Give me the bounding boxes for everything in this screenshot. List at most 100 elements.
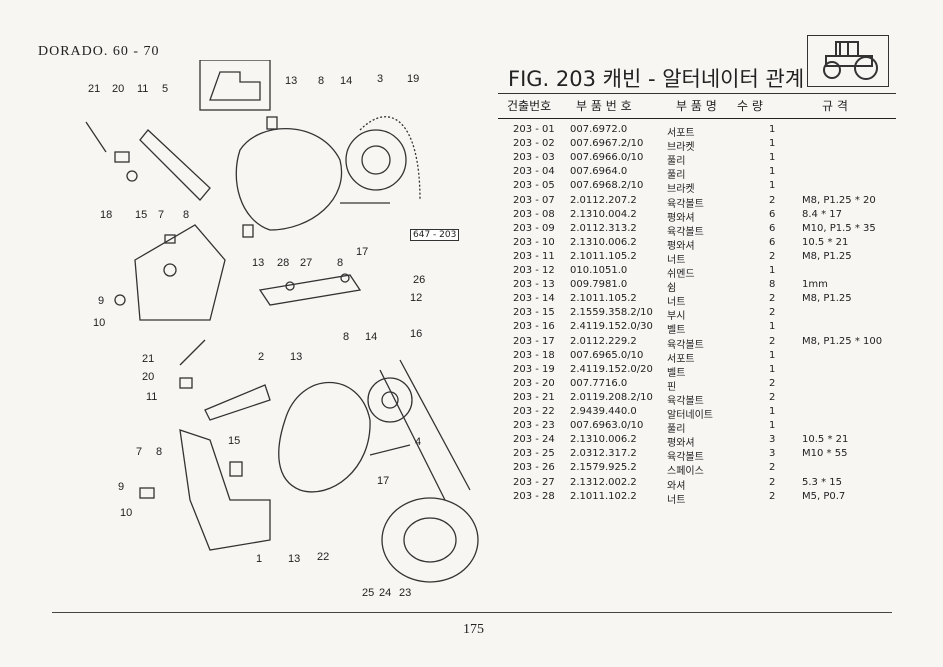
part-qty: 1 bbox=[769, 152, 776, 164]
part-name: 스페이스 bbox=[667, 466, 704, 478]
callout: 7 bbox=[136, 446, 142, 458]
callout: 11 bbox=[146, 391, 157, 403]
part-name: 벨트 bbox=[667, 325, 686, 337]
part-no: 203 - 17 bbox=[513, 335, 555, 347]
part-part-no: 007.6968.2/10 bbox=[570, 180, 644, 192]
part-part-no: 007.7716.0 bbox=[570, 377, 628, 389]
col-header-name: 부 품 명 bbox=[676, 99, 717, 113]
part-qty: 2 bbox=[769, 194, 776, 206]
part-spec: 8.4 * 17 bbox=[802, 208, 842, 220]
callout: 12 bbox=[410, 292, 422, 304]
callout: 8 bbox=[156, 446, 162, 458]
part-spec: 1mm bbox=[802, 279, 828, 291]
part-name: 평와셔 bbox=[667, 212, 695, 224]
part-name: 육각볼트 bbox=[667, 395, 704, 407]
callout: 18 bbox=[100, 209, 112, 221]
part-qty: 6 bbox=[769, 236, 776, 248]
col-header-spec: 규 격 bbox=[822, 99, 848, 113]
part-part-no: 2.1310.004.2 bbox=[570, 208, 637, 220]
part-part-no: 2.1559.358.2/10 bbox=[570, 307, 653, 319]
part-part-no: 007.6964.0 bbox=[570, 166, 628, 178]
part-name: 벨트 bbox=[667, 367, 686, 379]
callout: 13 bbox=[252, 257, 264, 269]
part-qty: 3 bbox=[769, 448, 776, 460]
part-no: 203 - 14 bbox=[513, 293, 555, 305]
part-qty: 2 bbox=[769, 462, 776, 474]
tractor-inset bbox=[199, 59, 271, 111]
pulley-4 bbox=[367, 377, 413, 423]
figure-title: FIG. 203 캐빈 - 알터네이터 관계 bbox=[508, 67, 805, 91]
part-part-no: 2.1310.006.2 bbox=[570, 236, 637, 248]
part-no: 203 - 28 bbox=[513, 490, 555, 502]
callout: 8 bbox=[337, 257, 343, 269]
part-no: 203 - 15 bbox=[513, 307, 555, 319]
part-name: 육각볼트 bbox=[667, 339, 704, 351]
figure-ref-code: 647 - 203 bbox=[410, 229, 460, 241]
part-qty: 6 bbox=[769, 208, 776, 220]
callout: 13 bbox=[285, 75, 297, 87]
tractor-icon bbox=[823, 41, 878, 80]
part-name: 풀리 bbox=[667, 156, 686, 168]
part-no: 203 - 05 bbox=[513, 180, 555, 192]
part-name: 육각볼트 bbox=[667, 198, 704, 210]
part-spec: M8, P1.25 * 100 bbox=[802, 335, 883, 347]
callout: 20 bbox=[142, 371, 154, 383]
col-header-part-no: 부 품 번 호 bbox=[576, 99, 632, 113]
part-spec: 5.3 * 15 bbox=[802, 476, 842, 488]
part-part-no: 2.4119.152.0/20 bbox=[570, 363, 653, 375]
part-no: 203 - 01 bbox=[513, 124, 555, 135]
part-name: 와셔 bbox=[667, 480, 686, 492]
part-qty: 1 bbox=[769, 265, 776, 276]
callout: 17 bbox=[377, 475, 389, 487]
belt-16 bbox=[379, 359, 471, 501]
part-qty: 6 bbox=[769, 222, 776, 234]
part-qty: 2 bbox=[769, 391, 776, 403]
part-part-no: 2.1011.105.2 bbox=[570, 293, 637, 305]
part-qty: 8 bbox=[769, 279, 776, 291]
part-name: 평와셔 bbox=[667, 438, 695, 450]
callout: 10 bbox=[120, 507, 132, 519]
part-name: 알터네이트 bbox=[667, 410, 713, 421]
footer-rule bbox=[52, 612, 892, 613]
callout: 17 bbox=[356, 246, 368, 258]
callout: 21 bbox=[88, 83, 100, 95]
part-qty: 1 bbox=[769, 406, 776, 417]
shield-12 bbox=[258, 274, 362, 306]
part-qty: 1 bbox=[769, 363, 776, 375]
part-part-no: 2.0119.208.2/10 bbox=[570, 391, 653, 403]
callout: 13 bbox=[290, 351, 302, 363]
part-name: 너트 bbox=[667, 297, 686, 309]
callout: 26 bbox=[413, 274, 425, 286]
part-no: 203 - 13 bbox=[513, 279, 555, 291]
part-part-no: 009.7981.0 bbox=[570, 279, 628, 291]
part-part-no: 007.6963.0/10 bbox=[570, 420, 644, 432]
part-no: 203 - 24 bbox=[513, 434, 555, 446]
part-name: 너트 bbox=[667, 254, 686, 266]
part-name: 풀리 bbox=[667, 170, 686, 182]
part-qty: 2 bbox=[769, 250, 776, 262]
callout: 3 bbox=[377, 73, 383, 85]
belt-19 bbox=[359, 116, 421, 201]
callout: 25 bbox=[362, 587, 374, 599]
part-spec: 10.5 * 21 bbox=[802, 434, 849, 446]
part-no: 203 - 26 bbox=[513, 462, 555, 474]
part-part-no: 2.4119.152.0/30 bbox=[570, 321, 653, 333]
part-name: 쉬멘드 bbox=[667, 269, 695, 280]
part-qty: 2 bbox=[769, 476, 776, 488]
callout: 8 bbox=[318, 75, 324, 87]
callout: 27 bbox=[300, 257, 312, 269]
support-1 bbox=[179, 429, 271, 551]
tractor-logo bbox=[807, 35, 889, 87]
callout: 24 bbox=[379, 587, 391, 599]
callout: 1 bbox=[256, 553, 262, 565]
part-name: 브라켓 bbox=[667, 184, 695, 196]
part-no: 203 - 25 bbox=[513, 448, 555, 460]
part-part-no: 2.0312.317.2 bbox=[570, 448, 637, 460]
part-qty: 2 bbox=[769, 377, 776, 389]
callout: 28 bbox=[277, 257, 289, 269]
part-part-no: 2.1312.002.2 bbox=[570, 476, 637, 488]
part-spec: M8, P1.25 bbox=[802, 250, 852, 262]
part-spec: 10.5 * 21 bbox=[802, 236, 849, 248]
callout: 23 bbox=[399, 587, 411, 599]
callout: 14 bbox=[340, 75, 352, 87]
